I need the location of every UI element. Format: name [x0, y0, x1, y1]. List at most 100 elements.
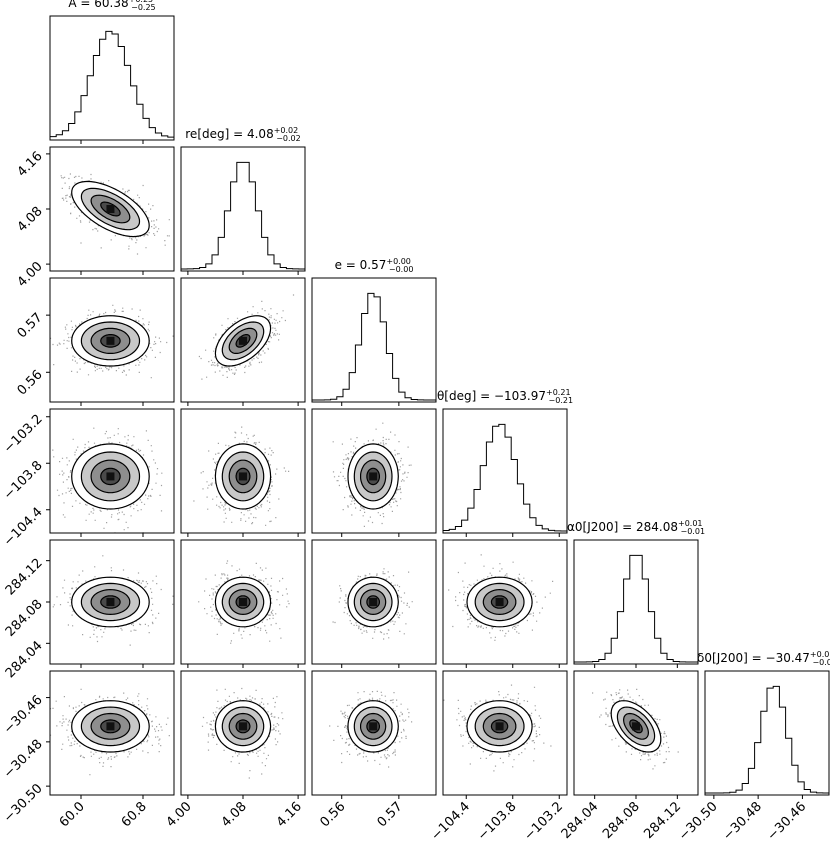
y-tick-label-4: 284.08: [3, 597, 46, 640]
y-tick-label-5: −30.46: [1, 693, 46, 738]
scatter-panel-5-0: [49, 670, 175, 796]
scatter-panel-5-3: [442, 670, 568, 796]
contour-line: [71, 576, 150, 628]
x-tick-label-1: 4.08: [219, 799, 250, 830]
y-tick-label-3: −103.2: [1, 412, 46, 457]
contour-line: [80, 582, 141, 622]
contour-line: [71, 180, 150, 238]
contour-core: [632, 722, 640, 731]
contour-line: [228, 327, 258, 354]
scatter-points: [332, 422, 412, 527]
x-tick-label-0: 60.0: [57, 799, 88, 830]
contour-core: [106, 472, 115, 481]
scatter-panel-4-2: [311, 539, 437, 665]
contour-line: [466, 576, 533, 628]
contour-core: [369, 722, 378, 731]
contour-line: [235, 467, 251, 486]
contour-line: [366, 467, 380, 486]
x-tick-label-2: 0.56: [317, 799, 348, 830]
y-tick-label-5: −30.48: [1, 737, 46, 782]
panel-frame: [180, 146, 306, 272]
contour-line: [80, 706, 141, 747]
contour-line: [360, 712, 387, 740]
contour-line: [616, 706, 656, 747]
y-tick-label-4: 284.12: [3, 556, 46, 599]
contour-core: [239, 722, 247, 731]
scatter-panel-2-0: [49, 277, 175, 403]
x-tick-label-2: 0.57: [375, 799, 406, 830]
contour-core: [239, 598, 247, 606]
contour-core: [369, 598, 378, 606]
histogram-4: [573, 554, 699, 664]
contour-line: [228, 588, 258, 616]
histogram-5: [704, 685, 830, 795]
contour-line: [353, 451, 393, 502]
contour-line: [90, 194, 131, 224]
scatter-panel-3-1: [180, 408, 306, 534]
contour-core: [239, 472, 247, 481]
histogram-step: [704, 685, 830, 795]
panel-frame: [311, 670, 437, 796]
contour-core: [369, 472, 378, 481]
y-tick-label-2: 0.57: [15, 310, 46, 341]
contour-line: [90, 712, 131, 740]
x-tick-label-3: −103.8: [475, 799, 520, 844]
contour-line: [490, 595, 509, 609]
y-tick-label-3: −104.4: [1, 505, 46, 550]
y-tick-label-3: −103.8: [1, 458, 46, 503]
y-tick-label-4: 284.04: [3, 638, 46, 681]
panel-frame: [573, 539, 699, 665]
x-tick-label-4: 284.08: [600, 799, 643, 842]
scatter-panel-5-1: [180, 670, 306, 796]
scatter-panel-3-2: [311, 408, 437, 534]
histogram-step: [49, 30, 175, 140]
contour-line: [214, 443, 272, 510]
x-tick-label-3: −104.4: [428, 799, 473, 844]
panel-frame: [49, 15, 175, 141]
y-tick-label-2: 0.56: [15, 367, 46, 398]
contour-core: [106, 336, 115, 345]
x-tick-label-5: −30.46: [765, 799, 810, 844]
panel-frame: [49, 408, 175, 534]
scatter-panel-5-4: [573, 670, 699, 796]
x-tick-label-0: 60.8: [119, 799, 150, 830]
contour-line: [90, 588, 131, 616]
contour-line: [347, 700, 399, 753]
contour-line: [214, 576, 272, 628]
contour-line: [221, 706, 265, 747]
histogram-0: [49, 30, 175, 140]
contour-line: [214, 315, 272, 367]
contour-line: [100, 467, 121, 486]
contour-line: [360, 459, 387, 494]
contour-line: [353, 706, 393, 747]
contour-core: [106, 722, 115, 731]
y-tick-label-1: 4.16: [15, 149, 46, 180]
panel-frame: [49, 277, 175, 403]
histogram-step: [442, 423, 568, 533]
contour-line: [71, 700, 150, 753]
contour-line: [80, 451, 141, 502]
histogram-title-0: A = 60.38+0.25−0.25: [68, 0, 155, 12]
histogram-title-3: θ[deg] = −103.97+0.21−0.21: [437, 388, 573, 405]
contour-line: [90, 459, 131, 494]
panel-frame: [311, 539, 437, 665]
contour-line: [90, 327, 131, 354]
panel-frame: [49, 670, 175, 796]
contour-line: [622, 712, 650, 740]
contour-line: [235, 719, 251, 734]
contour-line: [482, 712, 517, 740]
histogram-1: [180, 161, 306, 271]
x-tick-label-5: −30.48: [720, 799, 765, 844]
y-tick-label-1: 4.08: [15, 204, 46, 235]
contour-line: [71, 315, 150, 367]
contour-line: [474, 582, 525, 622]
histogram-3: [442, 423, 568, 533]
histogram-step: [180, 161, 306, 271]
scatter-panel-2-1: [180, 277, 306, 403]
contour-line: [474, 706, 525, 747]
contour-line: [100, 595, 121, 609]
contour-line: [100, 201, 121, 217]
contour-line: [221, 582, 265, 622]
panel-frame: [311, 277, 437, 403]
